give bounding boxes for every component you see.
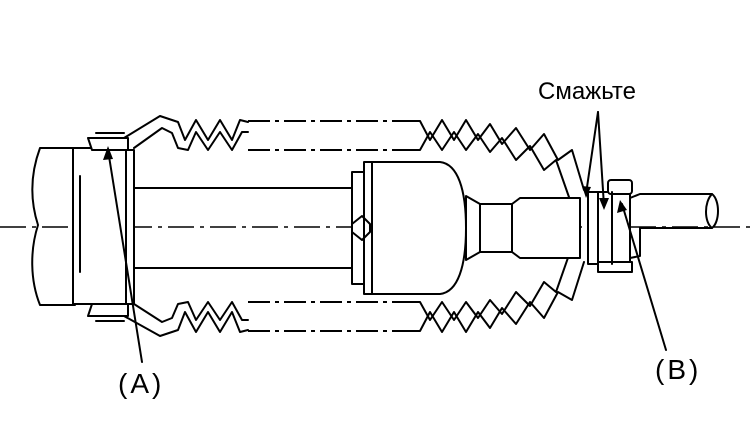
clamp-b <box>587 179 633 273</box>
tie-rod <box>465 195 581 261</box>
right-shaft <box>629 193 719 259</box>
lubricate-label: Смажьте <box>538 78 636 105</box>
clamp-a <box>87 132 129 322</box>
leader-lines <box>103 111 667 363</box>
label-a: (A) <box>118 368 165 399</box>
boot-top <box>123 115 585 201</box>
housing <box>72 147 135 305</box>
inner-rod <box>133 187 353 269</box>
ball-joint-socket <box>351 161 467 295</box>
left-shaft <box>31 147 76 306</box>
label-b: (B) <box>655 354 702 385</box>
boot-bottom <box>123 251 585 337</box>
